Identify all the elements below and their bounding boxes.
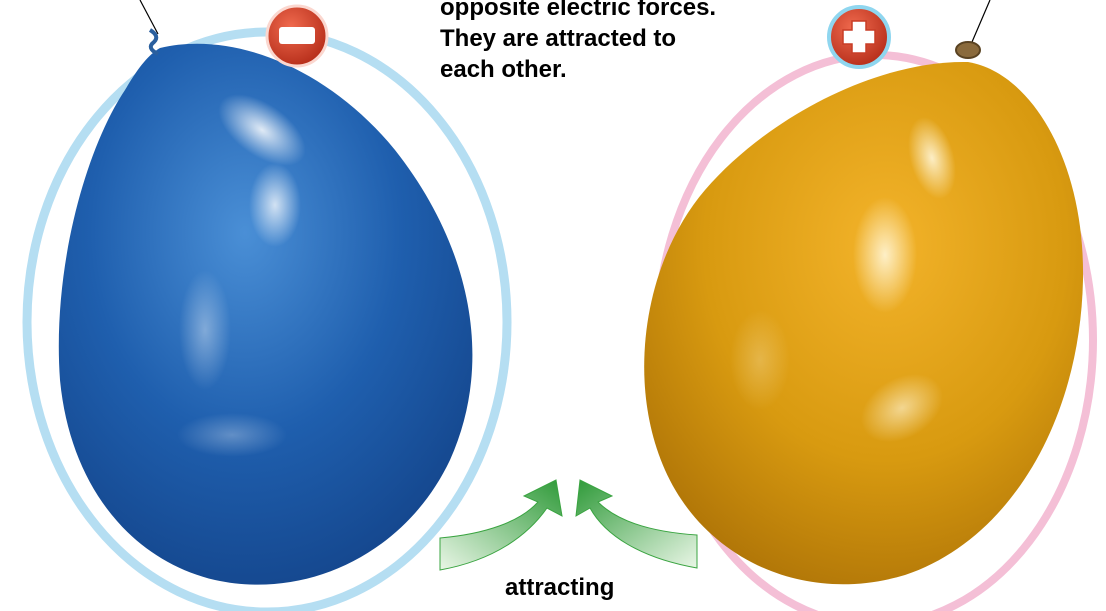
caption-line-2: They are attracted to — [440, 23, 800, 54]
caption-line-3: each other. — [440, 54, 800, 85]
minus-icon — [279, 27, 315, 44]
minus-sign-badge — [267, 6, 327, 66]
right-pointer-line — [972, 0, 990, 42]
attracting-label: attracting — [505, 574, 614, 602]
caption-text: opposite electric forces. They are attra… — [440, 0, 800, 85]
gold-balloon — [644, 42, 1083, 584]
gold-balloon-knot — [956, 42, 980, 58]
caption-line-1: opposite electric forces. — [440, 0, 800, 23]
plus-sign-badge — [829, 7, 889, 67]
blue-balloon — [59, 30, 473, 585]
left-pointer-line — [140, 0, 158, 34]
